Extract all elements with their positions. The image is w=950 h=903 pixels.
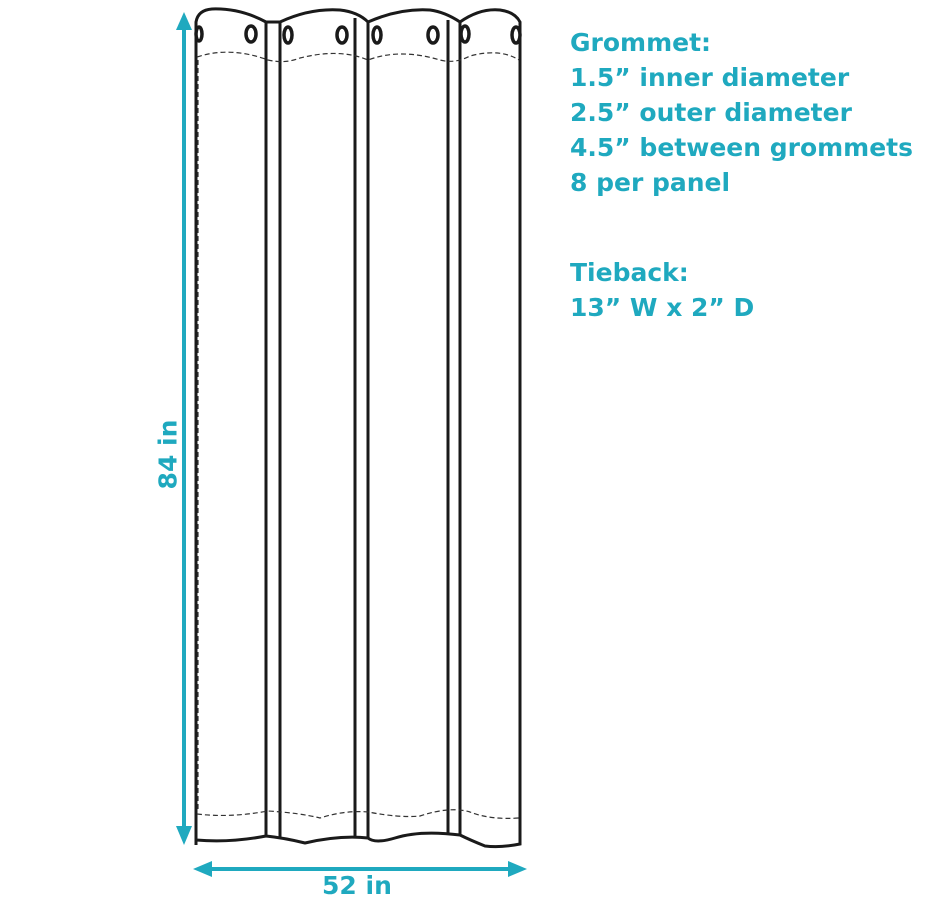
grommet-icons xyxy=(194,24,522,45)
grommet-icon xyxy=(510,25,522,45)
curtain-panel xyxy=(194,7,522,849)
tieback-specs: Tieback: 13” W x 2” D xyxy=(570,255,754,325)
grommet-icon xyxy=(426,25,440,45)
grommet-icon xyxy=(194,25,204,43)
grommet-spec-line: 2.5” outer diameter xyxy=(570,98,852,127)
width-label: 52 in xyxy=(322,871,392,900)
grommet-specs: Grommet: 1.5” inner diameter 2.5” outer … xyxy=(570,25,913,200)
grommet-spec-line: 8 per panel xyxy=(570,168,731,197)
grommet-icon xyxy=(371,25,383,45)
tieback-heading: Tieback: xyxy=(570,258,689,287)
grommet-icon xyxy=(459,24,471,44)
height-dimension-arrow xyxy=(176,12,192,845)
grommet-heading: Grommet: xyxy=(570,28,712,57)
grommet-icon xyxy=(282,25,294,45)
height-label: 84 in xyxy=(153,419,183,490)
width-dimension-arrow xyxy=(193,861,527,877)
grommet-icon xyxy=(244,24,258,44)
tieback-spec-line: 13” W x 2” D xyxy=(570,293,755,322)
grommet-icon xyxy=(335,25,349,45)
grommet-spec-line: 1.5” inner diameter xyxy=(570,63,850,92)
grommet-spec-line: 4.5” between grommets xyxy=(570,133,914,162)
hem-stitching xyxy=(196,51,520,819)
